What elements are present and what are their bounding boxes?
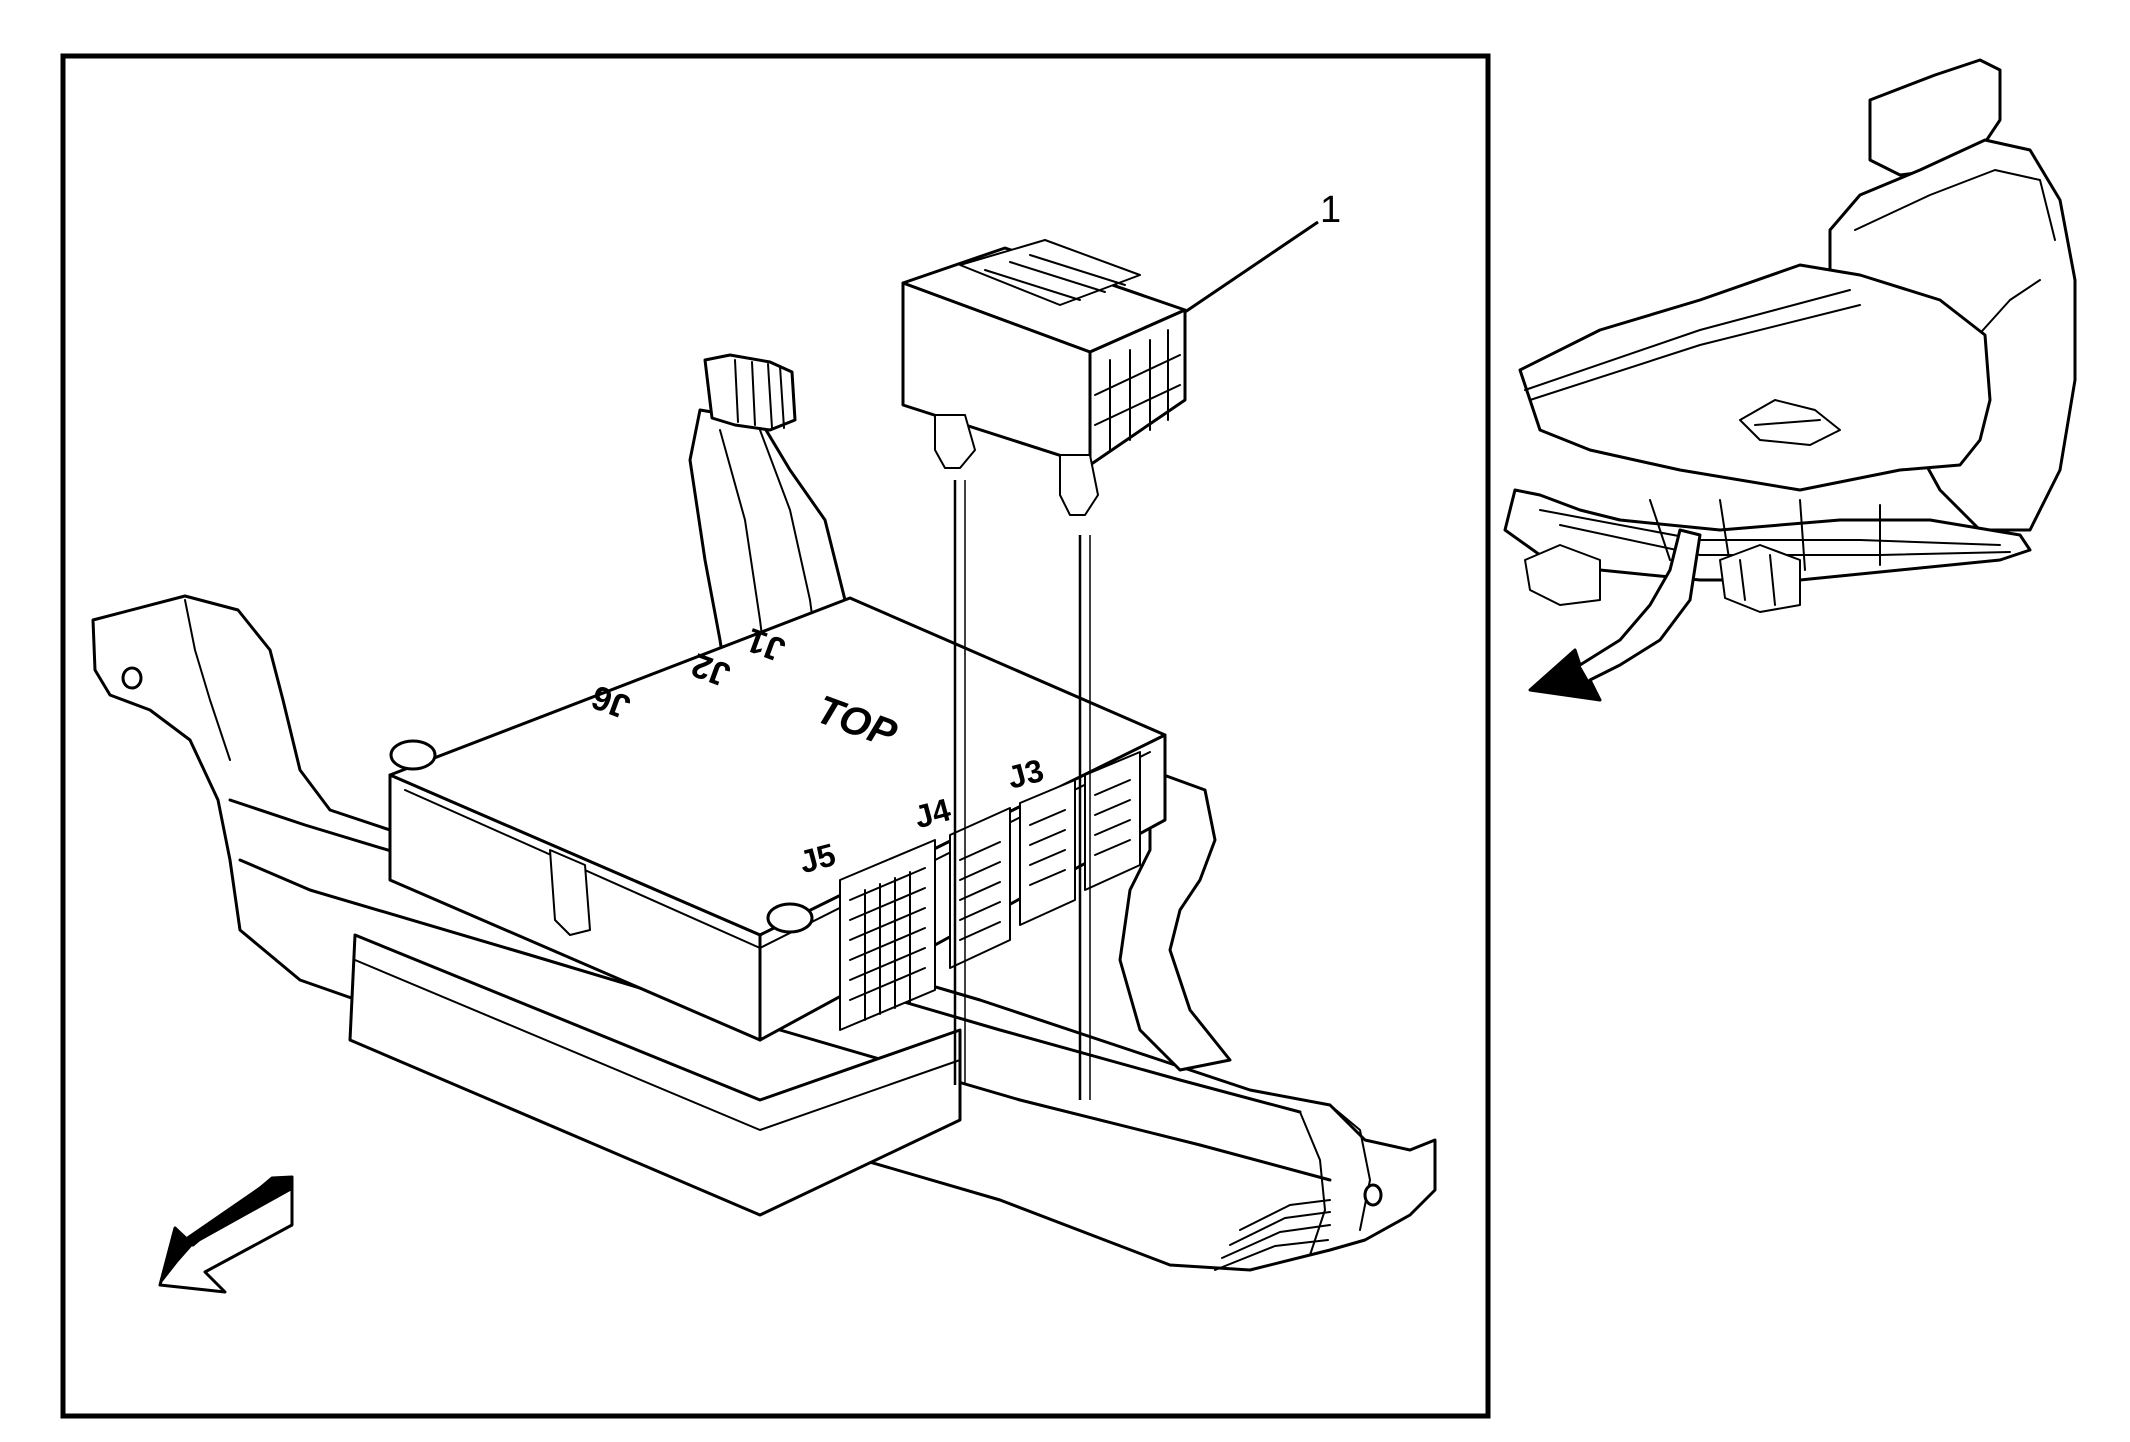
seat-locator-view bbox=[1503, 58, 2077, 702]
module-assembly: J1 J2 J6 TOP J3 J4 J5 bbox=[91, 189, 1437, 1294]
alignment-lines bbox=[953, 480, 1091, 1100]
callout-1-label: 1 bbox=[1320, 189, 1341, 231]
component-1 bbox=[901, 239, 1187, 516]
control-module bbox=[348, 596, 1167, 1217]
callout-1: 1 bbox=[1184, 189, 1341, 314]
forward-arrow-icon bbox=[158, 1175, 294, 1294]
